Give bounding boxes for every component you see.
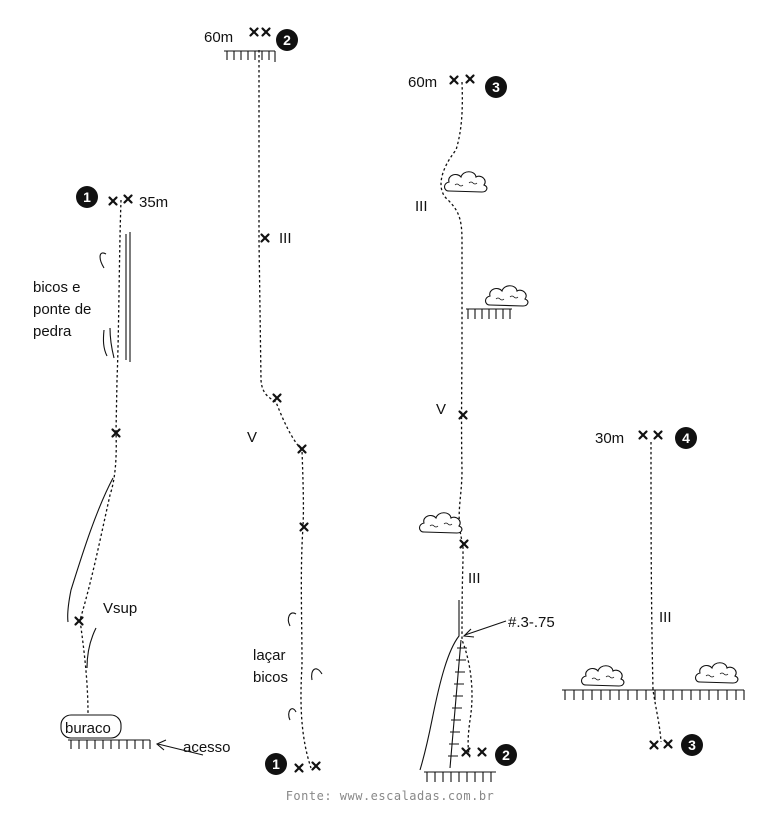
bolt-icon xyxy=(299,522,309,532)
pitch-2-number-badge: 2 xyxy=(276,29,298,51)
bolt-icon xyxy=(638,430,648,440)
pitch-number: 3 xyxy=(688,737,696,753)
bolt-icon xyxy=(297,444,307,454)
bolt-icon xyxy=(477,747,487,757)
bolt-icon xyxy=(272,393,282,403)
bolt-icon xyxy=(663,739,673,749)
pitch-number: 1 xyxy=(83,189,91,205)
vegetation-bush-icon xyxy=(443,171,488,193)
bolt-icon xyxy=(649,740,659,750)
buraco-outline xyxy=(60,714,122,739)
bolt-icon xyxy=(123,194,133,204)
annotation-line: bicos xyxy=(253,669,288,686)
annotation-line: laçar xyxy=(253,647,286,664)
bolt-icon xyxy=(653,430,663,440)
bolt-icon xyxy=(294,763,304,773)
pitch-4-features xyxy=(562,662,745,700)
source-credit: Fonte: www.escaladas.com.br xyxy=(286,789,495,803)
bolt-icon xyxy=(465,74,475,84)
pitch-3-start-badge: 3 xyxy=(681,734,703,756)
vegetation-bush-icon xyxy=(484,285,529,307)
pitch-1-route-line xyxy=(79,199,122,716)
ledge-icon xyxy=(68,739,151,749)
annotation-line: pedra xyxy=(33,323,72,340)
vegetation-bush-icon xyxy=(418,512,463,534)
pitch-3-route-line xyxy=(440,81,473,759)
access-label: acesso xyxy=(183,739,231,756)
pitch-number: 2 xyxy=(283,32,291,48)
bolt-icon xyxy=(261,27,271,37)
anchor-length: 60m xyxy=(204,29,233,46)
pitch-1: 1 35m bicos e ponte de pedra Vsup buraco… xyxy=(33,186,231,756)
pitch-number: 3 xyxy=(492,79,500,95)
annotation-line: bicos e xyxy=(33,279,81,296)
pitch-3-number-badge: 3 xyxy=(485,76,507,98)
arrow-icon xyxy=(155,739,204,756)
pitch-4: 4 30m III 3 xyxy=(562,427,745,756)
vegetation-bush-icon xyxy=(580,665,625,687)
bolt-icon xyxy=(449,75,459,85)
pitch-3-features xyxy=(418,171,529,782)
bolt-icon xyxy=(74,616,84,626)
pitch-1-number-badge: 1 xyxy=(76,186,98,208)
pitch-number: 2 xyxy=(502,747,510,763)
start-area: buraco acesso xyxy=(60,714,231,756)
ledge-icon xyxy=(424,771,496,782)
pitch-3: 3 60m III V III #.3-.75 2 xyxy=(408,74,555,782)
bolt-icon xyxy=(459,539,469,549)
grade-label: V xyxy=(436,401,446,418)
grade-label: Vsup xyxy=(103,600,137,617)
start-label: buraco xyxy=(65,720,111,737)
anchor-length: 35m xyxy=(139,194,168,211)
grade-label: III xyxy=(468,570,481,587)
pitch-1-start-badge: 1 xyxy=(265,753,287,775)
pitch-4-number-badge: 4 xyxy=(675,427,697,449)
grade-label: III xyxy=(659,609,672,626)
gear-label: #.3-.75 xyxy=(508,614,555,631)
pitch-2: 2 60m III V laçar bicos 1 xyxy=(204,27,323,775)
pitch-number: 1 xyxy=(272,756,280,772)
arrow-icon xyxy=(462,620,507,638)
ledge-icon xyxy=(562,689,745,700)
pitch-4-route-line xyxy=(650,441,662,743)
pitch-1-crack-lines xyxy=(67,232,131,669)
grade-label: III xyxy=(415,198,428,215)
grade-label: III xyxy=(279,230,292,247)
anchor-length: 60m xyxy=(408,74,437,91)
anchor-length: 30m xyxy=(595,430,624,447)
bolt-icon xyxy=(249,27,259,37)
bolt-icon xyxy=(108,196,118,206)
pitch-2-start-badge: 2 xyxy=(495,744,517,766)
pitch-number: 4 xyxy=(682,430,690,446)
bolt-icon xyxy=(458,410,468,420)
ledge-icon xyxy=(224,50,276,62)
bolt-icon xyxy=(311,761,321,771)
pitch-2-features xyxy=(224,50,323,721)
bolt-icon xyxy=(260,233,270,243)
vegetation-bush-icon xyxy=(694,662,739,684)
ledge-icon xyxy=(466,308,512,319)
grade-label: V xyxy=(247,429,257,446)
annotation-line: ponte de xyxy=(33,301,91,318)
